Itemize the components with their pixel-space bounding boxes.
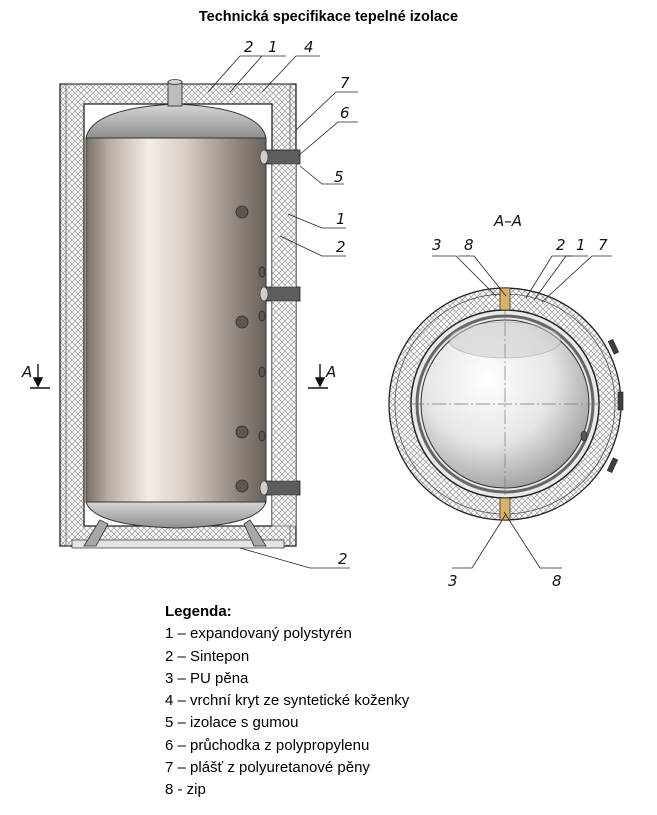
section-cut-marks: [30, 364, 328, 389]
callout-8-bottom: 8: [552, 572, 562, 590]
section-a-a: A–A: [388, 212, 624, 590]
technical-drawing: A A 2 1 4 7 6 5 1 2 2 A–A: [21, 38, 624, 590]
section-label: A–A: [493, 212, 522, 230]
legend-item: 2 – Sintepon: [165, 647, 250, 665]
page-title: Technická specifikace tepelné izolace: [198, 9, 459, 25]
cut-marker-left: A: [21, 363, 32, 381]
callout-3-bottom: 3: [448, 572, 458, 590]
legend-item: 8 - zip: [165, 781, 206, 799]
ring-ports: [606, 338, 624, 474]
legend-item: 4 – vrchní kryt ze syntetické koženky: [165, 692, 410, 710]
legend-item: 5 – izolace s gumou: [165, 714, 299, 732]
callout-8-top: 8: [464, 236, 474, 254]
legend: Legenda: 1 – expandovaný polystyrén 2 – …: [165, 601, 409, 802]
callout-7-right: 7: [598, 236, 608, 254]
callout-5: 5: [334, 168, 344, 186]
callout-1-right: 1: [576, 236, 586, 254]
tank-legs: [83, 519, 267, 547]
callout-3-top: 3: [432, 236, 442, 254]
legend-heading: Legenda:: [165, 603, 232, 620]
callout-2-side: 2: [336, 238, 346, 256]
callout-1-side: 1: [336, 210, 346, 228]
callout-2-bottom: 2: [338, 550, 348, 568]
zip-segments: [499, 287, 511, 521]
callout-1-top: 1: [268, 38, 278, 56]
legend-item: 7 – plášť z polyuretanové pěny: [165, 759, 370, 777]
callout-7-left: 7: [340, 74, 350, 92]
cut-marker-right: A: [325, 363, 336, 381]
sensor-sockets: [235, 205, 266, 493]
base-layer: [71, 539, 285, 549]
bottom-dome: [85, 501, 267, 529]
center-lines: [410, 300, 600, 508]
port-flanges: [259, 149, 269, 496]
leader-lines-left: [207, 55, 358, 569]
callout-4: 4: [304, 38, 314, 56]
legend-item: 1 – expandovaný polystyrén: [165, 625, 352, 643]
callout-2-top: 2: [244, 38, 254, 56]
legend-item: 3 – PU pěna: [165, 669, 249, 687]
top-dome: [85, 103, 267, 139]
top-nozzle: [167, 81, 183, 107]
leader-lines-right: [432, 255, 612, 569]
callout-6: 6: [340, 104, 350, 122]
callout-2-right: 2: [556, 236, 566, 254]
legend-item: 6 – průchodka z polypropylenu: [165, 736, 370, 754]
tank-side-section: A A 2 1 4 7 6 5 1 2 2: [21, 38, 358, 569]
